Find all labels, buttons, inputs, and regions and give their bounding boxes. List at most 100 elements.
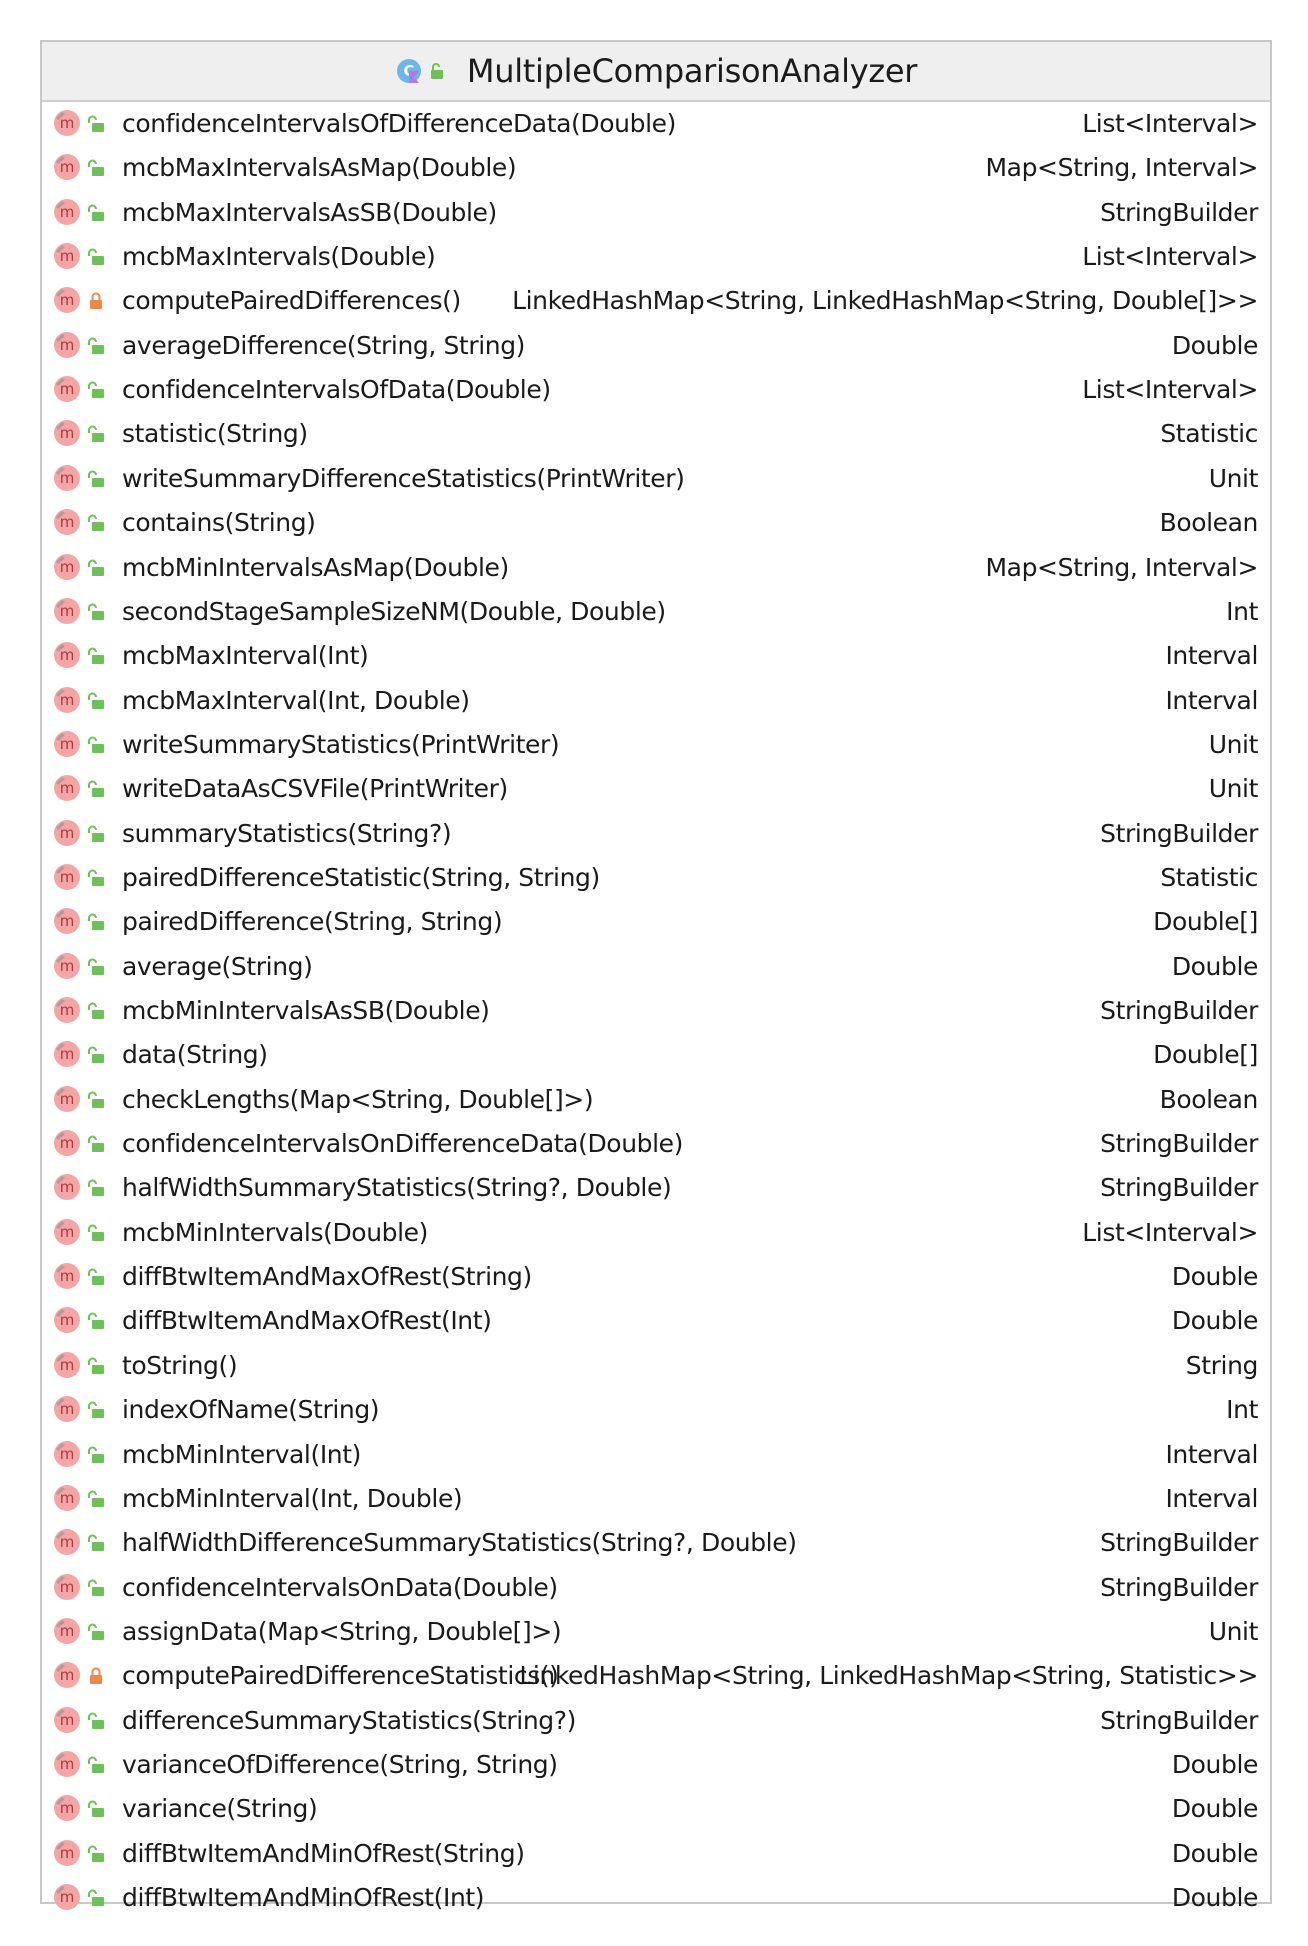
method-signature: confidenceIntervalsOfDifferenceData(Doub…: [122, 109, 676, 138]
method-return-type: Double: [1171, 1794, 1259, 1824]
svg-text:m: m: [60, 1001, 75, 1019]
method-return-type: Interval: [1165, 685, 1258, 715]
method-signature: computePairedDifferenceStatistics(): [122, 1661, 559, 1691]
unlocked-icon: [88, 1179, 104, 1197]
method-icon: m: [54, 1617, 80, 1644]
method-signature: varianceOfDifference(String, String): [122, 1749, 558, 1779]
method-signature: diffBtwItemAndMaxOfRest(Int): [122, 1306, 492, 1336]
svg-text:m: m: [60, 1267, 75, 1285]
svg-text:m: m: [60, 513, 75, 531]
method-signature: diffBtwItemAndMaxOfRest(String): [122, 1262, 532, 1292]
kotlin-class-icon: C: [396, 59, 443, 83]
unlocked-icon: [88, 1534, 104, 1552]
svg-text:m: m: [60, 824, 75, 842]
unlocked-icon: [88, 692, 104, 709]
method-icon: m: [54, 154, 80, 181]
method-row[interactable]: m mcbMaxIntervalsAsMap(Double) Map<String,…: [42, 146, 1270, 190]
method-signature: variance(String): [122, 1794, 318, 1824]
unlocked-icon: [88, 1712, 104, 1729]
method-icon: m: [54, 1174, 80, 1201]
method-signature: halfWidthSummaryStatistics(String?, Doub…: [122, 1173, 672, 1203]
method-row[interactable]: m assignData(Map<String, Double[]>) Unit: [42, 1610, 1270, 1654]
method-row[interactable]: m halfWidthSummaryStatistics(String?, Dou…: [42, 1166, 1270, 1210]
method-icon: m: [54, 420, 80, 447]
method-row[interactable]: m pairedDifferenceStatistic(String, Strin…: [42, 856, 1270, 900]
svg-text:m: m: [60, 912, 75, 930]
method-return-type: Unit: [1208, 1616, 1259, 1646]
svg-text:m: m: [60, 1178, 75, 1196]
class-title: MultipleComparisonAnalyzer: [466, 52, 918, 90]
svg-text:m: m: [60, 602, 75, 620]
locked-icon: [90, 292, 102, 310]
unlocked-icon: [88, 1579, 104, 1596]
method-return-type: Double: [1171, 1883, 1259, 1912]
svg-text:m: m: [60, 868, 75, 886]
unlocked-icon: [88, 1046, 104, 1064]
locked-icon: [90, 1667, 102, 1685]
method-return-type: Double: [1171, 1306, 1259, 1336]
method-signature: writeSummaryDifferenceStatistics(PrintWr…: [122, 463, 685, 493]
svg-text:m: m: [60, 1844, 75, 1862]
unlocked-icon: [88, 736, 104, 753]
method-icon: m: [54, 597, 80, 624]
unlocked-icon: [88, 1756, 104, 1773]
method-icon: m: [54, 1130, 80, 1157]
method-icon: m: [54, 1218, 80, 1245]
unlocked-icon: [88, 1845, 104, 1862]
method-return-type: Double: [1171, 1838, 1259, 1868]
method-signature: differenceSummaryStatistics(String?): [122, 1705, 576, 1735]
method-signature: pairedDifferenceStatistic(String, String…: [122, 862, 600, 892]
unlocked-icon: [88, 248, 104, 266]
svg-text:m: m: [60, 380, 75, 398]
svg-text:m: m: [60, 691, 75, 709]
class-box: C MultipleComparisonAnalyzer mconfidence…: [40, 40, 1272, 1912]
method-icon: m: [54, 1396, 80, 1423]
method-return-type: String: [1185, 1350, 1259, 1380]
method-return-type: LinkedHashMap<String, LinkedHashMap<Stri…: [512, 286, 1258, 316]
method-signature: assignData(Map<String, Double[]>): [122, 1616, 562, 1646]
unlocked-icon: [88, 1135, 104, 1153]
method-signature: confidenceIntervalsOnData(Double): [122, 1572, 558, 1602]
method-signature: checkLengths(Map<String, Double[]>): [122, 1084, 594, 1114]
method-signature: mcbMaxIntervalsAsMap(Double): [122, 153, 517, 183]
method-return-type: Map<String, Interval>: [985, 153, 1259, 183]
class-icon-group: C: [395, 55, 447, 87]
